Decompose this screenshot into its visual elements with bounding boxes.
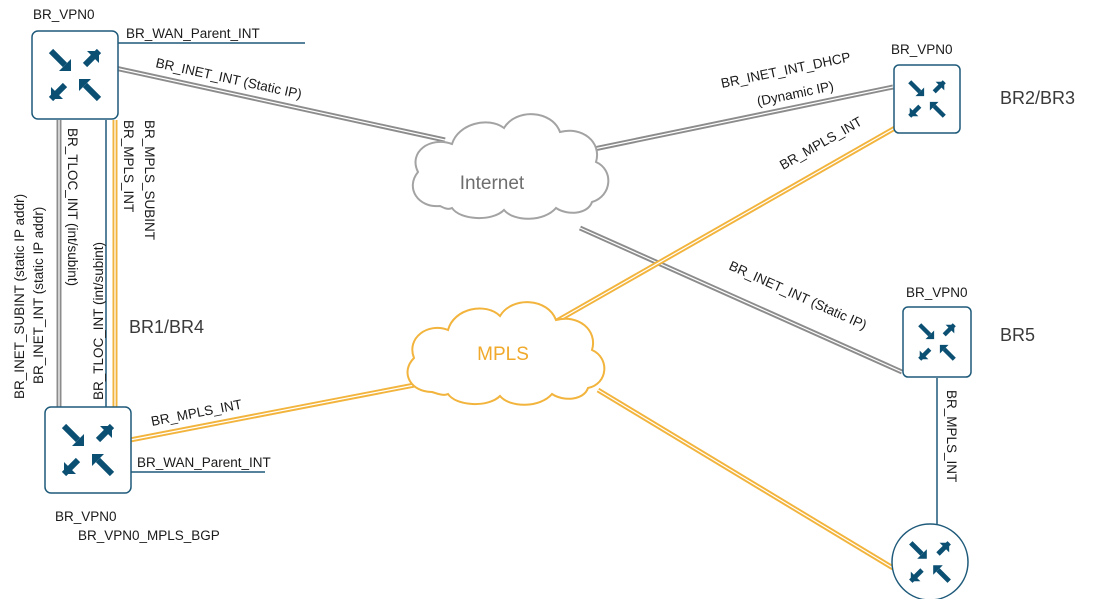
router-top-left[interactable] bbox=[31, 30, 119, 120]
br5-mpls-link-label: BR_MPLS_INT bbox=[944, 390, 959, 482]
tl-vpn-label: BR_VPN0 bbox=[33, 7, 95, 22]
link-tl-internet bbox=[114, 65, 446, 143]
router-arrows-icon bbox=[61, 423, 115, 477]
internet-cloud-label: Internet bbox=[460, 173, 525, 194]
router-br2-br3[interactable] bbox=[893, 64, 961, 134]
internet-cloud: Internet bbox=[411, 113, 610, 220]
v-mpls-subint-label: BR_MPLS_SUBINT bbox=[142, 120, 157, 240]
router-arrows-icon bbox=[918, 323, 956, 361]
v-mpls-int-label: BR_MPLS_INT bbox=[121, 120, 136, 212]
router-arrows-icon bbox=[909, 541, 951, 583]
tl-parent-label: BR_WAN_Parent_INT bbox=[126, 26, 260, 41]
br5-inet-link-label: BR_INET_INT (Static IP) bbox=[727, 258, 869, 333]
bl-vpn-label: BR_VPN0 bbox=[55, 509, 117, 524]
router-bottom-left[interactable] bbox=[44, 406, 132, 494]
mpls-cloud-label: MPLS bbox=[477, 344, 529, 365]
router-arrows-icon bbox=[908, 80, 946, 118]
link-br23-mpls bbox=[553, 125, 897, 325]
br23-vpn-label: BR_VPN0 bbox=[891, 42, 953, 57]
bl-parent-label: BR_WAN_Parent_INT bbox=[137, 455, 271, 470]
br5-vpn-label: BR_VPN0 bbox=[906, 285, 968, 300]
site-br5: BR5 bbox=[1000, 325, 1035, 345]
link-bl-mpls bbox=[129, 379, 431, 443]
bl-bgp-label: BR_VPN0_MPLS_BGP bbox=[78, 528, 220, 543]
site-br1-br4: BR1/BR4 bbox=[129, 317, 204, 337]
br23-inet-label-2: (Dynamic IP) bbox=[756, 78, 835, 109]
links-layer bbox=[56, 42, 938, 571]
router-br5[interactable] bbox=[902, 306, 972, 378]
site-br2-br3: BR2/BR3 bbox=[1000, 88, 1075, 108]
link-br23-internet bbox=[564, 84, 894, 158]
link-br5-internet bbox=[578, 225, 904, 375]
mpls-cloud: MPLS bbox=[406, 301, 606, 406]
v-tloc-label-1: BR_TLOC_INT (int/subint) bbox=[65, 128, 80, 286]
br23-mpls-link-label: BR_MPLS_INT bbox=[777, 114, 865, 173]
v-tloc-label-2: BR_TLOC_INT (int/subint) bbox=[91, 242, 106, 400]
v-inet-int-label: BR_INET_INT (static IP addr) bbox=[31, 207, 46, 384]
router-round[interactable] bbox=[891, 523, 969, 599]
link-mpls-round-router bbox=[596, 387, 895, 571]
v-inet-subint-label: BR_INET_SUBINT (static IP addr) bbox=[12, 194, 27, 399]
router-arrows-icon bbox=[48, 48, 102, 102]
bl-mpls-link-label: BR_MPLS_INT bbox=[150, 397, 243, 429]
